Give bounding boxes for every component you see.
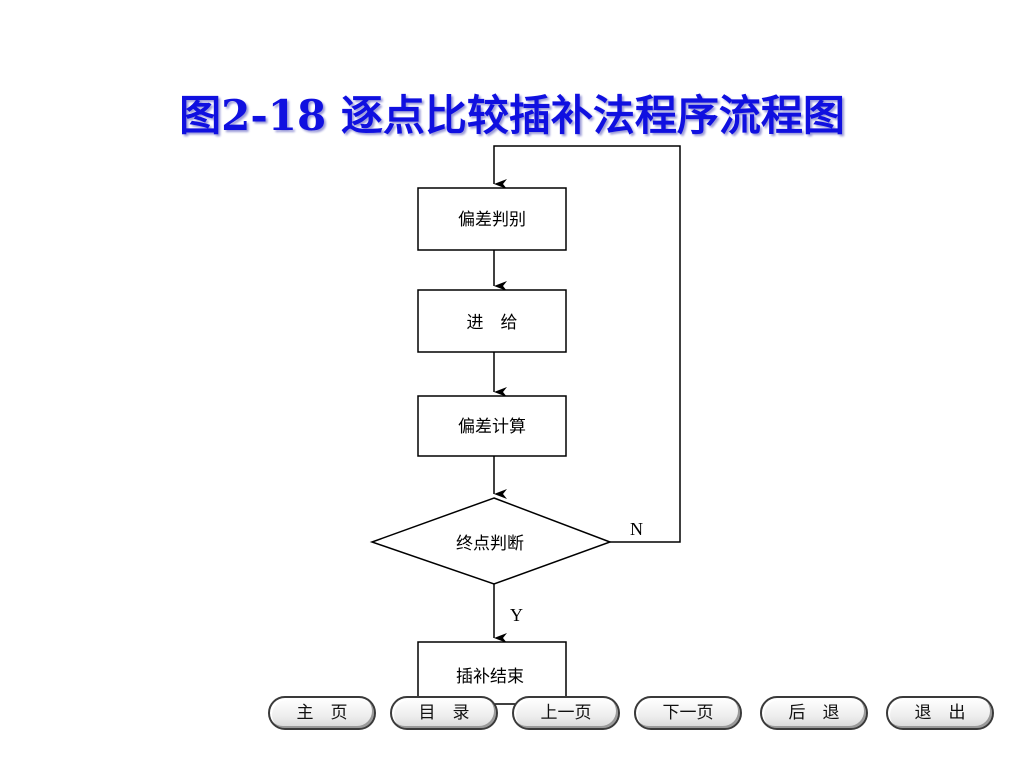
box-deviation-calc (417, 395, 567, 457)
label-interpolation-end: 插补结束 (456, 667, 524, 687)
box-deviation-judgment (417, 187, 567, 251)
home-button[interactable]: 主 页 (268, 696, 376, 730)
box-feed (417, 289, 567, 353)
box-interpolation-end (417, 641, 567, 705)
exit-button[interactable]: 退 出 (886, 696, 994, 730)
label-endpoint-judgment: 终点判断 (456, 534, 524, 554)
loop-back-line (493, 145, 681, 543)
page-title: 图2-18 逐点比较插补法程序流程图 (179, 91, 845, 140)
label-deviation-calc: 偏差计算 (458, 417, 526, 437)
label-feed: 进 给 (467, 313, 518, 333)
edge-label-yes: Y (510, 605, 523, 625)
edge-label-no: N (630, 519, 643, 539)
label-deviation-judgment: 偏差判别 (458, 210, 526, 230)
back-button[interactable]: 后 退 (760, 696, 868, 730)
next-page-button[interactable]: 下一页 (634, 696, 742, 730)
contents-button[interactable]: 目 录 (390, 696, 498, 730)
prev-page-button[interactable]: 上一页 (512, 696, 620, 730)
